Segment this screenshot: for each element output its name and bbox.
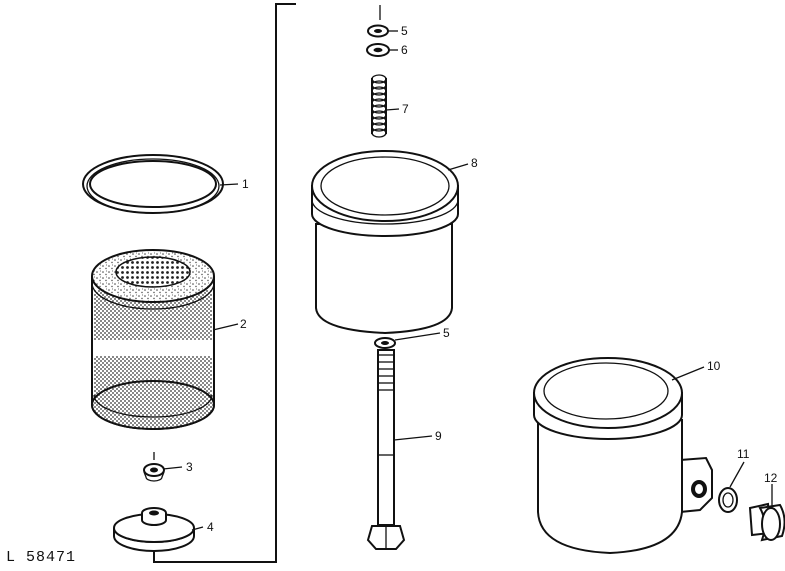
callout-5-lower: 5 [443,326,450,340]
part-10-housing [533,357,713,555]
part-2-filter-element [91,249,215,430]
callout-12: 12 [764,471,778,485]
part-9-center-bolt [366,349,406,550]
part-11-gasket [718,487,738,513]
callout-1: 1 [242,177,249,191]
callout-8: 8 [471,156,478,170]
part-5-washer-top [367,24,389,38]
callout-7: 7 [402,102,409,116]
callout-10: 10 [707,359,721,373]
callout-3: 3 [186,460,193,474]
part-3-washer [143,463,165,482]
callout-2: 2 [240,317,247,331]
leader-lines [162,30,773,531]
figure-reference: L 58471 [6,549,76,566]
part-1-o-ring [82,154,224,214]
callout-9: 9 [435,429,442,443]
callout-6: 6 [401,43,408,57]
part-12-drain-plug [748,502,785,542]
assembly-bracket [153,3,296,563]
part-7-spring [371,74,387,138]
part-4-base-plate [113,507,195,552]
callout-5-top: 5 [401,24,408,38]
callout-4: 4 [207,520,214,534]
part-6-washer [366,43,390,57]
part-8-filter-bowl [311,150,459,335]
part-5-washer-lower [374,337,396,349]
callout-11: 11 [737,447,750,461]
